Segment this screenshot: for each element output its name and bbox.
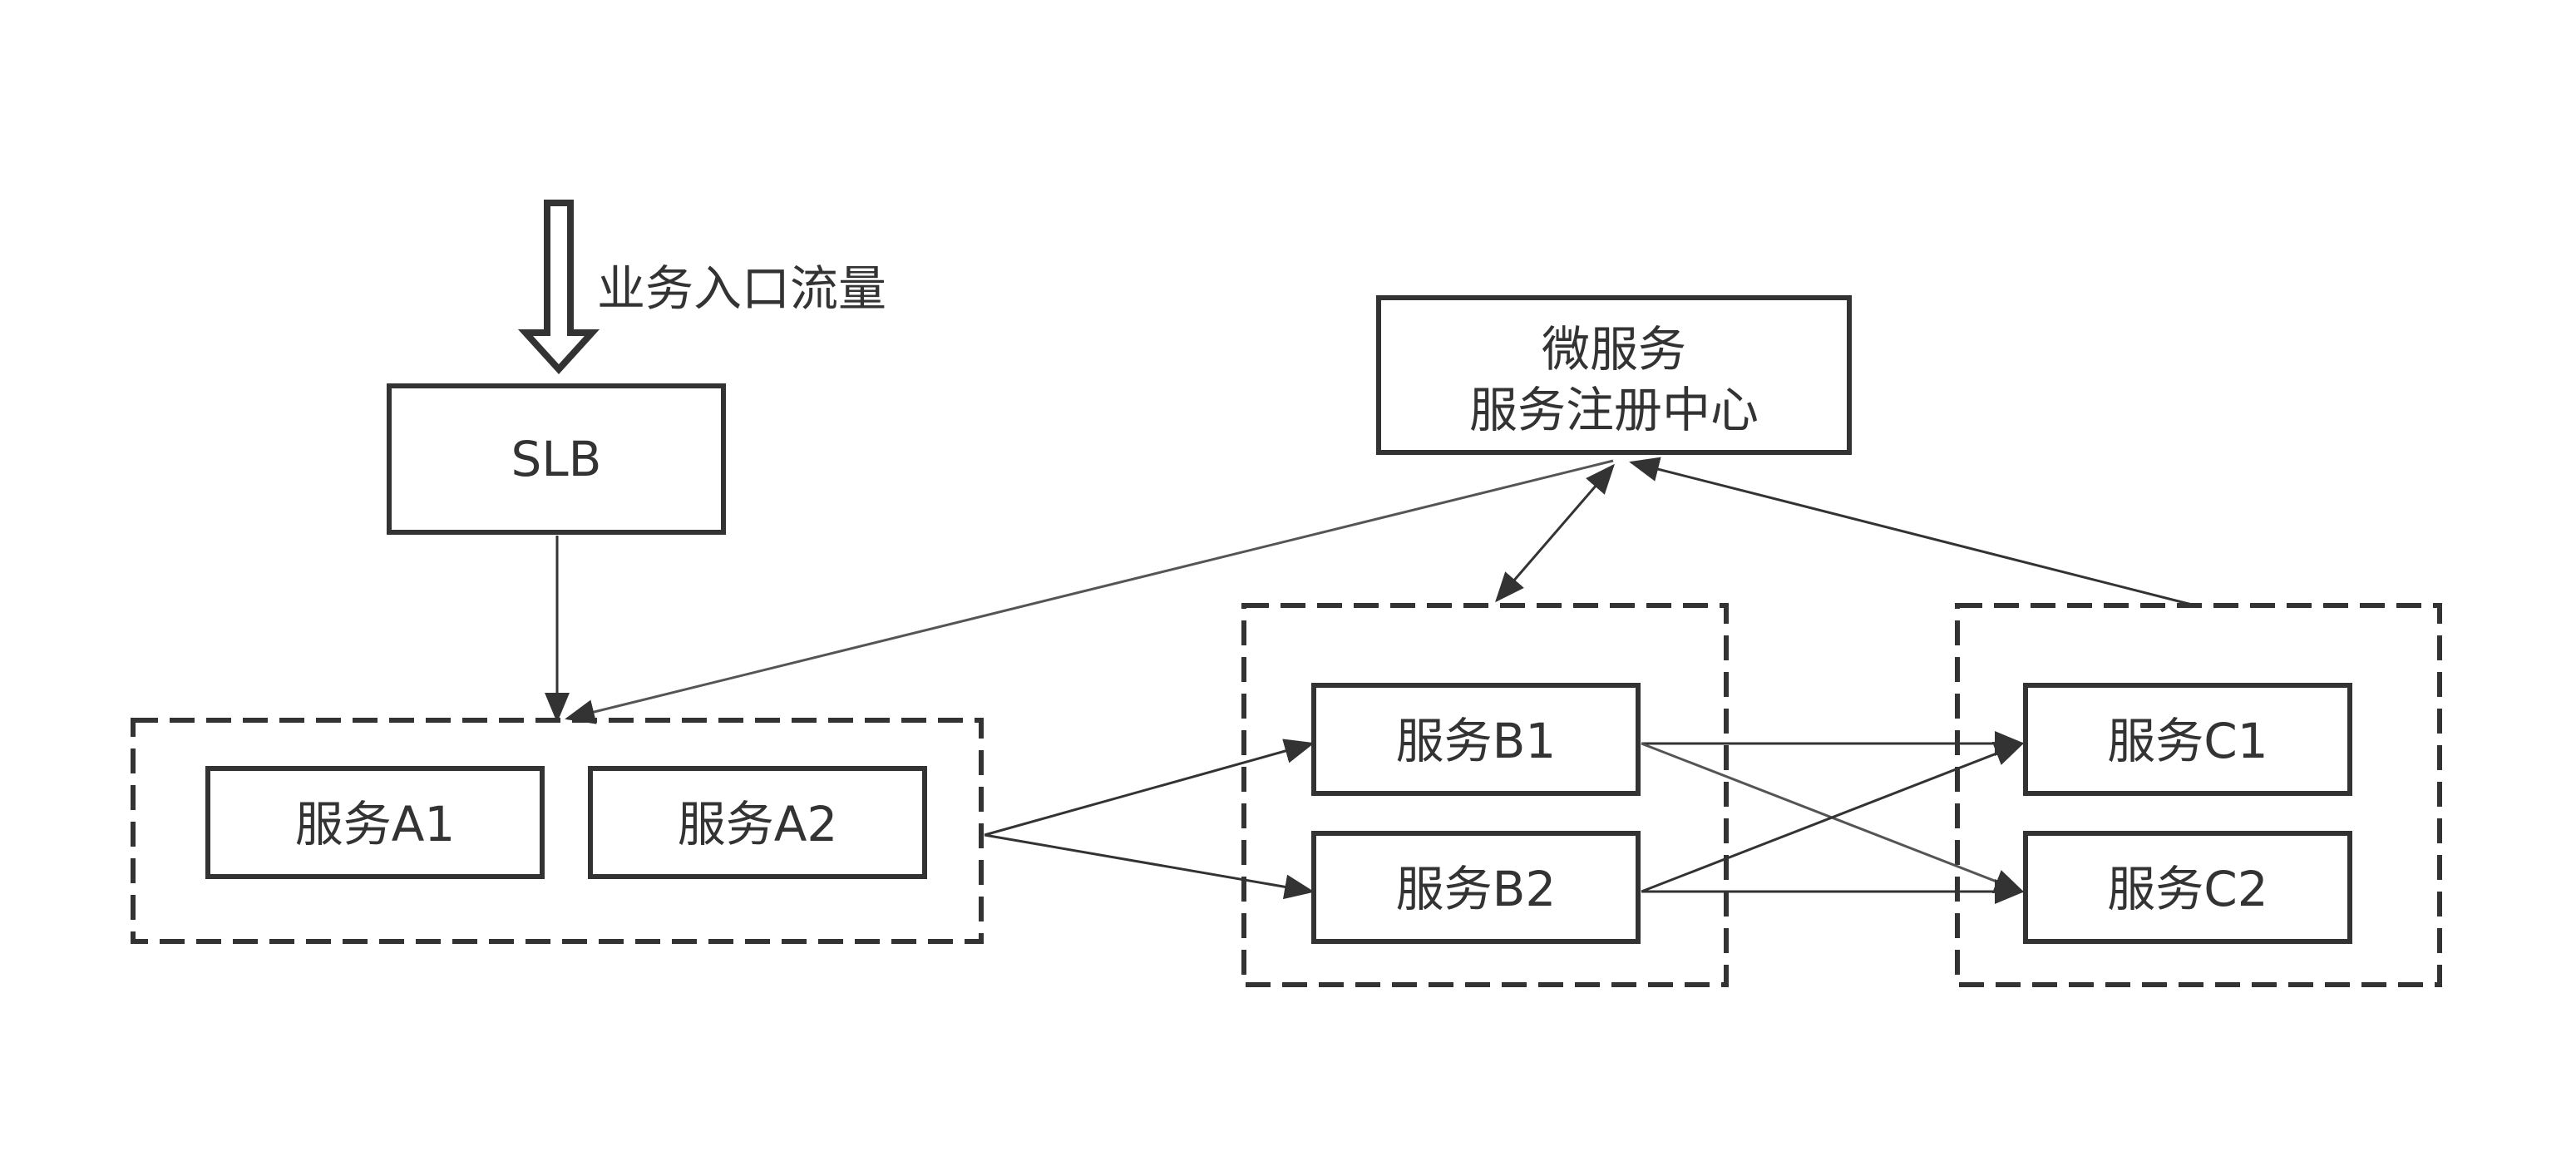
registry-node: 微服务 服务注册中心 [1376, 295, 1852, 455]
registry-group-b-bidirectional-arrow [1495, 463, 1615, 603]
b2-to-c1-arrow [1641, 741, 2025, 893]
service-b2-label: 服务B2 [1396, 861, 1557, 917]
slb-label: SLB [511, 431, 602, 487]
service-b1-box [1311, 683, 1641, 796]
group-a-to-b1-arrow [984, 739, 1315, 837]
service-b1-label: 服务B1 [1396, 713, 1557, 769]
service-a2-box [588, 766, 927, 879]
service-a2-label: 服务A2 [678, 796, 838, 852]
registry-to-group-a-arrow [565, 459, 1614, 724]
registry-box [1376, 295, 1852, 455]
registry-label-line1: 微服务 [1542, 321, 1686, 378]
service-c1-box [2023, 683, 2352, 796]
service-b2-box [1311, 831, 1641, 944]
service-a1-node: 服务A1 [205, 766, 545, 879]
service-b2-node: 服务B2 [1311, 831, 1641, 944]
service-c1-label: 服务C1 [2107, 713, 2268, 769]
service-a1-label: 服务A1 [295, 796, 456, 852]
group-c-container [1955, 603, 2442, 987]
entry-traffic-arrow [517, 200, 600, 374]
group-a-to-b2-arrow [984, 833, 1315, 900]
slb-box [387, 383, 726, 535]
group-a-container [131, 718, 984, 944]
group-c-to-registry-arrow [1629, 457, 2196, 607]
service-c2-node: 服务C2 [2023, 831, 2352, 944]
registry-label-line2: 服务注册中心 [1469, 382, 1759, 438]
service-c2-label: 服务C2 [2107, 861, 2268, 917]
service-a2-node: 服务A2 [588, 766, 927, 879]
entry-traffic-label: 业务入口流量 [597, 260, 886, 317]
group-b-container [1241, 603, 1729, 987]
slb-node: SLB [387, 383, 726, 535]
service-c1-node: 服务C1 [2023, 683, 2352, 796]
service-c2-box [2023, 831, 2352, 944]
service-a1-box [205, 766, 545, 879]
service-b1-node: 服务B1 [1311, 683, 1641, 796]
